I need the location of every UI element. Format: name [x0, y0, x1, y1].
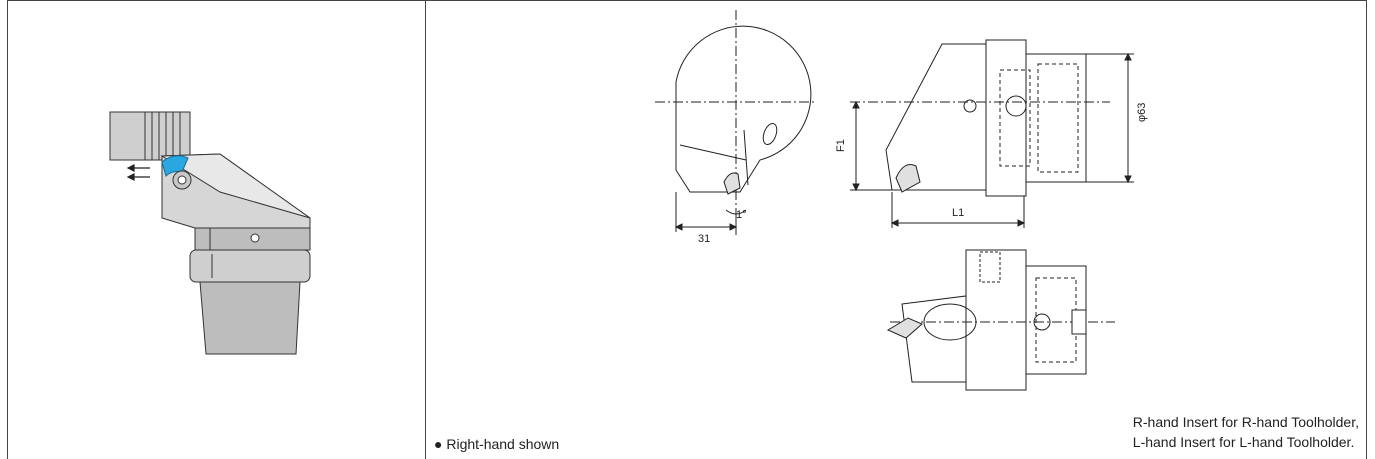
insert-note-line1: R-hand Insert for R-hand Toolholder,	[1132, 414, 1359, 430]
column-divider	[425, 0, 426, 459]
top-view	[886, 249, 1115, 391]
dim-angle: 1°	[736, 209, 747, 221]
technical-drawing: 31 1° F1 L1 φ63	[655, 10, 1148, 391]
insert-note-line2: L-hand Insert for L-hand Toolholder.	[1132, 434, 1355, 450]
side-view	[850, 39, 1134, 228]
coolant-screw	[250, 233, 260, 243]
dim-f1: F1	[835, 139, 847, 152]
front-view	[655, 10, 815, 235]
toolholder-illustration	[109, 111, 311, 355]
dim-l1: L1	[952, 207, 964, 219]
workpiece-thread	[144, 112, 181, 160]
workpiece	[109, 111, 191, 161]
diagram-frame	[7, 0, 1367, 459]
right-hand-note: ● Right-hand shown	[434, 436, 560, 452]
taper-shank	[199, 281, 301, 355]
feed-arrows-icon	[126, 164, 150, 181]
dim-dia63: φ63	[1136, 103, 1148, 122]
insert-note: R-hand Insert for R-hand Toolholder, L-h…	[1133, 412, 1359, 452]
flange	[189, 249, 311, 283]
dim-31: 31	[698, 233, 710, 245]
